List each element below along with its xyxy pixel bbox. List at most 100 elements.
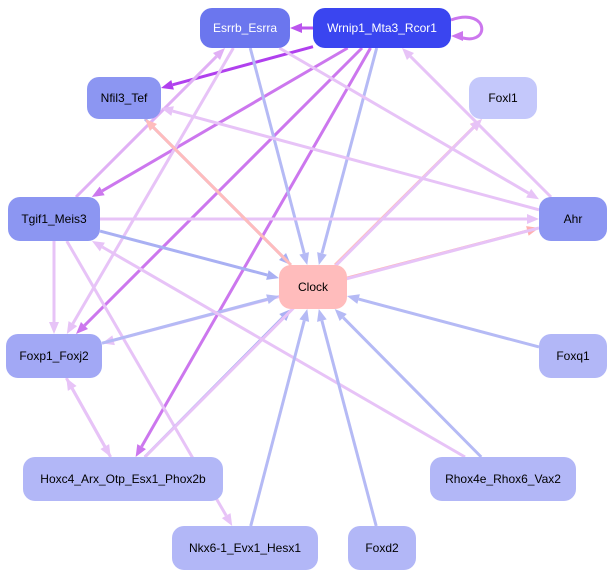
node-label: Foxd2 bbox=[365, 541, 399, 555]
edge-line bbox=[101, 297, 268, 345]
node-foxl1[interactable]: Foxl1 bbox=[469, 77, 537, 119]
node-label: Nkx6-1_Evx1_Hesx1 bbox=[189, 541, 301, 555]
edge-wrnip1-to-tgif1 bbox=[91, 46, 349, 197]
node-label: Tgif1_Meis3 bbox=[21, 212, 87, 226]
node-label: Foxq1 bbox=[556, 349, 590, 363]
node-wrnip1[interactable]: Wrnip1_Mta3_Rcor1 bbox=[313, 8, 451, 48]
edge-rhox4e-to-clock bbox=[334, 309, 483, 459]
edge-line bbox=[172, 109, 540, 212]
edge-rhox4e-to-tgif1 bbox=[91, 241, 466, 459]
edge-line bbox=[358, 297, 540, 349]
node-tgif1[interactable]: Tgif1_Meis3 bbox=[8, 197, 100, 241]
edge-clock-to-nfil3 bbox=[145, 119, 293, 267]
node-ahr[interactable]: Ahr bbox=[539, 197, 607, 241]
edge-arrowhead bbox=[161, 106, 174, 116]
edge-tgif1-to-clock bbox=[99, 229, 279, 280]
edge-hoxc4-to-foxp1 bbox=[66, 378, 112, 458]
node-rhox4e[interactable]: Rhox4e_Rhox6_Vax2 bbox=[430, 457, 576, 501]
edge-line bbox=[249, 320, 306, 527]
node-nfil3[interactable]: Nfil3_Tef bbox=[87, 77, 161, 119]
edge-tgif1-to-foxp1 bbox=[49, 241, 59, 334]
edge-ahr-to-nfil3 bbox=[161, 106, 540, 212]
node-label: Nfil3_Tef bbox=[101, 91, 148, 105]
node-box[interactable] bbox=[23, 457, 223, 501]
node-label: Wrnip1_Mta3_Rcor1 bbox=[327, 21, 437, 35]
edge-arrowhead bbox=[317, 252, 327, 265]
node-box[interactable] bbox=[8, 197, 100, 241]
node-label: Clock bbox=[298, 280, 329, 294]
edge-line bbox=[74, 55, 218, 199]
node-box[interactable] bbox=[172, 526, 318, 570]
node-box[interactable] bbox=[430, 457, 576, 501]
node-clock[interactable]: Clock bbox=[279, 265, 347, 309]
edge-line bbox=[83, 46, 364, 327]
node-label: Hoxc4_Arx_Otp_Esx1_Phox2b bbox=[40, 472, 206, 486]
edge-line bbox=[152, 126, 293, 267]
edge-arrowhead bbox=[451, 31, 463, 41]
edge-arrowhead bbox=[221, 513, 233, 526]
edge-arrowhead bbox=[66, 321, 78, 334]
node-box[interactable] bbox=[539, 197, 607, 241]
node-foxd2[interactable]: Foxd2 bbox=[348, 526, 416, 570]
edge-line bbox=[278, 46, 530, 195]
edge-esrrb-to-ahr bbox=[278, 46, 539, 200]
edge-line bbox=[101, 46, 349, 193]
node-foxq1[interactable]: Foxq1 bbox=[539, 334, 607, 378]
edge-arrowhead bbox=[266, 270, 279, 280]
node-nkx6[interactable]: Nkx6-1_Evx1_Hesx1 bbox=[172, 526, 318, 570]
edge-foxp1-to-clock bbox=[101, 294, 279, 345]
edge-line bbox=[409, 55, 553, 199]
edge-arrowhead bbox=[347, 294, 360, 304]
edge-wrnip1-to-foxp1 bbox=[76, 46, 364, 334]
edge-arrowhead bbox=[299, 252, 310, 265]
edge-foxd2-to-clock bbox=[317, 309, 378, 527]
edge-ahr-to-wrnip1 bbox=[402, 48, 553, 199]
edge-arrowhead bbox=[526, 188, 539, 200]
edge-arrowhead bbox=[145, 119, 158, 132]
edge-line bbox=[71, 47, 235, 325]
node-label: Foxp1_Foxj2 bbox=[19, 349, 89, 363]
edge-wrnip1-to-hoxc4 bbox=[135, 47, 372, 457]
node-label: Esrrb_Esrra bbox=[213, 21, 277, 35]
edge-line bbox=[450, 15, 484, 41]
node-box[interactable] bbox=[539, 334, 607, 378]
edge-arrowhead bbox=[402, 48, 415, 61]
edge-arrowhead bbox=[66, 378, 77, 391]
node-label: Rhox4e_Rhox6_Vax2 bbox=[445, 472, 561, 486]
edge-line bbox=[101, 245, 466, 459]
edge-line bbox=[320, 320, 378, 527]
edge-arrowhead bbox=[76, 321, 89, 334]
edge-arrowhead bbox=[91, 241, 105, 252]
node-hoxc4[interactable]: Hoxc4_Arx_Otp_Esx1_Phox2b bbox=[23, 457, 223, 501]
edge-foxq1-to-clock bbox=[347, 294, 540, 349]
edge-esrrb-to-foxp1 bbox=[66, 47, 235, 334]
node-esrrb[interactable]: Esrrb_Esrra bbox=[200, 8, 290, 48]
node-box[interactable] bbox=[87, 77, 161, 119]
edge-tgif1-to-ahr bbox=[100, 214, 539, 224]
node-box[interactable] bbox=[469, 77, 537, 119]
node-box[interactable] bbox=[279, 265, 347, 309]
edge-layer bbox=[49, 15, 553, 527]
edge-arrowhead bbox=[290, 23, 302, 33]
edge-line bbox=[70, 387, 112, 458]
edge-arrowhead bbox=[49, 322, 59, 334]
edge-wrnip1-to-wrnip1 bbox=[450, 15, 484, 41]
edge-line bbox=[342, 316, 483, 459]
edge-arrowhead bbox=[266, 294, 279, 304]
edge-tgif1-to-esrrb bbox=[74, 48, 225, 199]
node-foxp1[interactable]: Foxp1_Foxj2 bbox=[6, 334, 102, 378]
edge-arrowhead bbox=[135, 444, 146, 457]
edge-line bbox=[99, 229, 268, 277]
node-box[interactable] bbox=[6, 334, 102, 378]
node-label: Ahr bbox=[564, 212, 583, 226]
edge-arrowhead bbox=[334, 309, 347, 322]
node-box[interactable] bbox=[200, 8, 290, 48]
edge-wrnip1-to-esrrb bbox=[290, 23, 313, 33]
edge-arrowhead bbox=[212, 48, 225, 61]
node-box[interactable] bbox=[313, 8, 451, 48]
node-box[interactable] bbox=[348, 526, 416, 570]
edge-arrowhead bbox=[299, 309, 310, 322]
edge-line bbox=[140, 47, 372, 448]
